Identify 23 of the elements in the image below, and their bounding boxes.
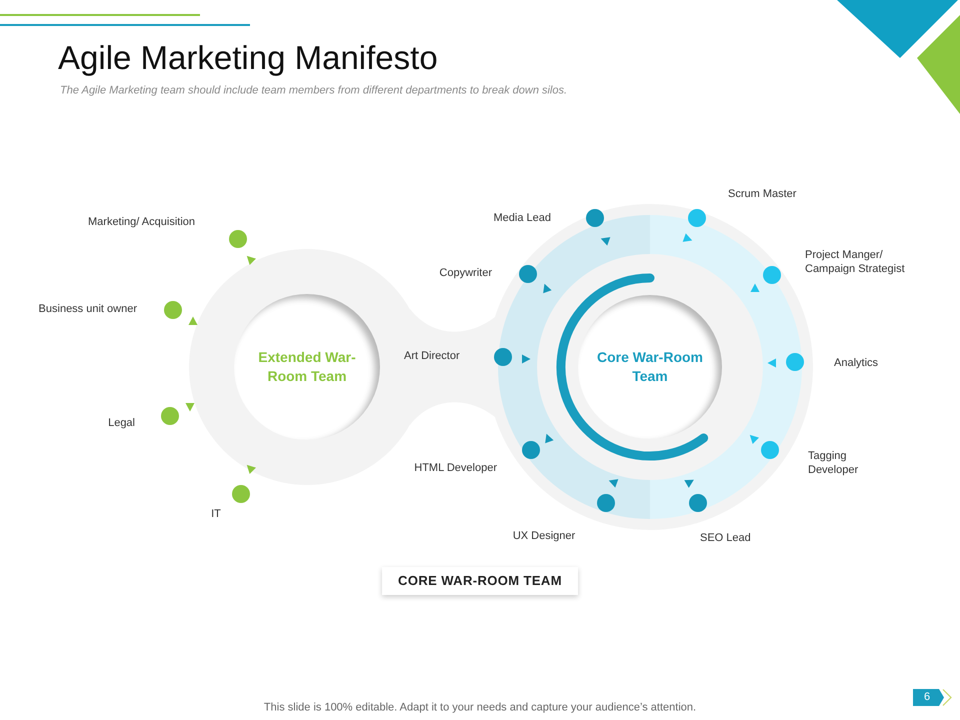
member-name: Business unit owner — [38, 302, 137, 316]
team-name: Extended War-Room Team — [258, 348, 356, 386]
member-name: Project Manger/ Campaign Strategist — [805, 248, 906, 276]
footer-note: This slide is 100% editable. Adapt it to your needs and capture your audience’s attention. — [264, 702, 696, 714]
member-name: Scrum Master — [728, 187, 796, 201]
card-title: CORE WAR-ROOM TEAM — [398, 573, 562, 589]
team-name: Core War-Room Team — [596, 348, 704, 386]
member-name: IT — [211, 507, 221, 521]
member-name: Tagging Developer — [808, 449, 859, 477]
member-name: Art Director — [404, 349, 460, 363]
page-number-tag — [913, 689, 953, 706]
member-name: SEO Lead — [700, 531, 751, 545]
member-name: UX Designer — [512, 529, 576, 543]
member-name: Copywriter — [439, 266, 492, 280]
slide-title: Agile Marketing Manifesto — [58, 38, 438, 78]
page-number: 6 — [924, 690, 930, 705]
member-name: Legal — [108, 416, 135, 430]
member-name: Analytics — [834, 356, 878, 370]
subtitle: The Agile Marketing team should include team members from different departments to break down silos. — [60, 84, 568, 98]
member-name: Marketing/ Acquisition — [88, 215, 195, 229]
member-name: HTML Developer — [414, 461, 497, 475]
caption-card — [382, 567, 578, 595]
member-name: Media Lead — [494, 211, 551, 225]
